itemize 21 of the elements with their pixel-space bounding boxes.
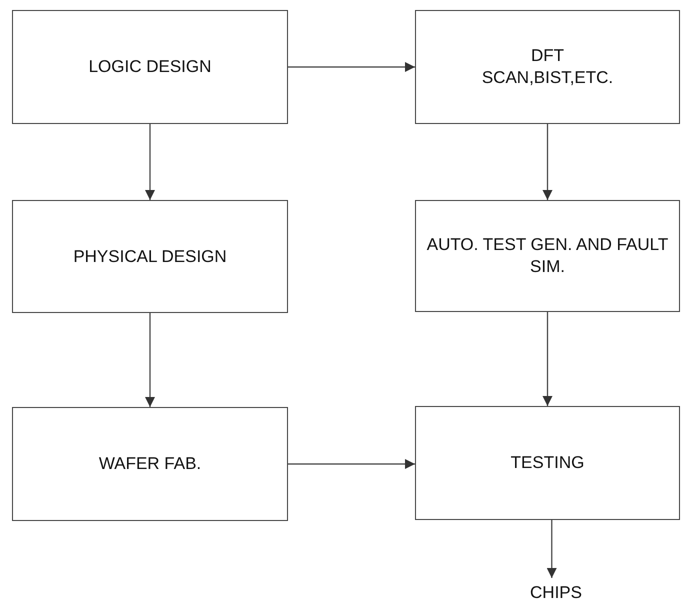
arrow xyxy=(288,62,415,72)
box-label: TESTING xyxy=(510,452,584,474)
arrow xyxy=(145,313,155,407)
box-label: PHYSICAL DESIGN xyxy=(73,246,227,268)
box-label: LOGIC DESIGN xyxy=(88,56,212,78)
process-box xyxy=(415,10,680,124)
arrow xyxy=(288,459,415,469)
arrow xyxy=(542,124,552,200)
arrow xyxy=(542,312,552,406)
process-box xyxy=(415,406,680,520)
box-label: WAFER FAB. xyxy=(98,453,202,475)
process-box xyxy=(12,10,288,124)
output-label: CHIPS xyxy=(530,582,582,604)
process-box xyxy=(12,407,288,521)
process-box xyxy=(415,200,680,312)
box-label: SCAN,BIST,ETC. xyxy=(482,67,614,89)
arrow xyxy=(145,124,155,200)
box-label: AUTO. TEST GEN. AND FAULT SIM. xyxy=(426,234,670,278)
box-label: DFT xyxy=(530,45,564,67)
process-box xyxy=(12,200,288,313)
arrow xyxy=(546,520,557,578)
